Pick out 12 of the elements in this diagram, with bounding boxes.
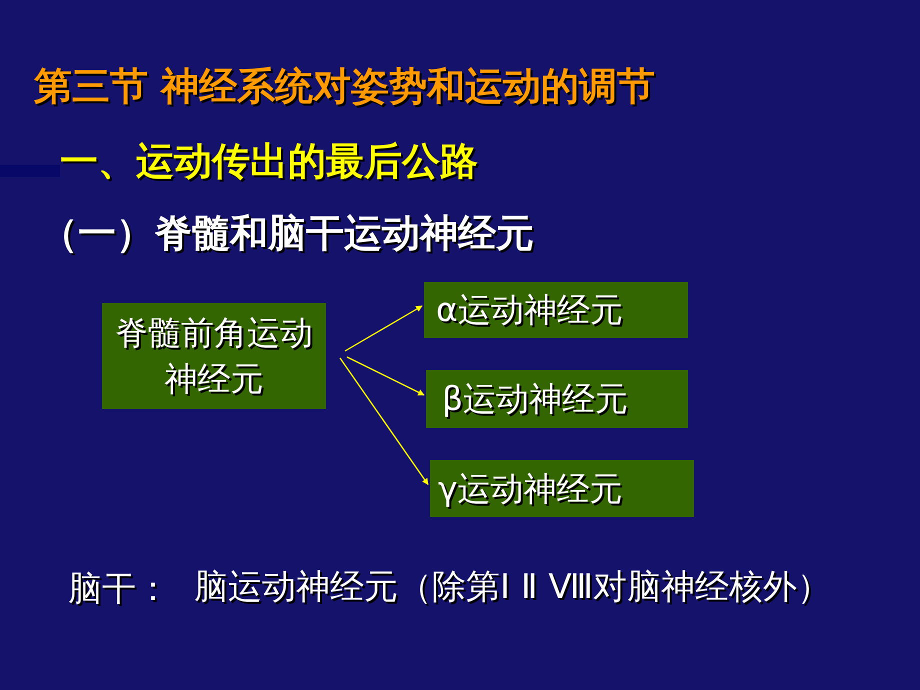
neuron-box: γ运动神经元 [430, 460, 694, 517]
subsection-heading: （一）脊髓和脑干运动神经元 [40, 210, 534, 257]
slide-title: 第三节 神经系统对姿势和运动的调节 [34, 63, 656, 110]
neuron-box: β运动神经元 [426, 370, 688, 428]
note-term: 脑干： [68, 568, 170, 611]
section-heading: 一、运动传出的最后公路 [60, 138, 478, 185]
arrow [339, 358, 429, 486]
arrow [344, 305, 423, 352]
neuron-box: α运动神经元 [424, 282, 688, 338]
arrow [346, 356, 425, 396]
neuron-box: 脊髓前角运动神经元 [102, 303, 326, 409]
note-text: 脑运动神经元（除第Ⅰ Ⅱ Ⅷ对脑神经核外） [194, 566, 832, 609]
